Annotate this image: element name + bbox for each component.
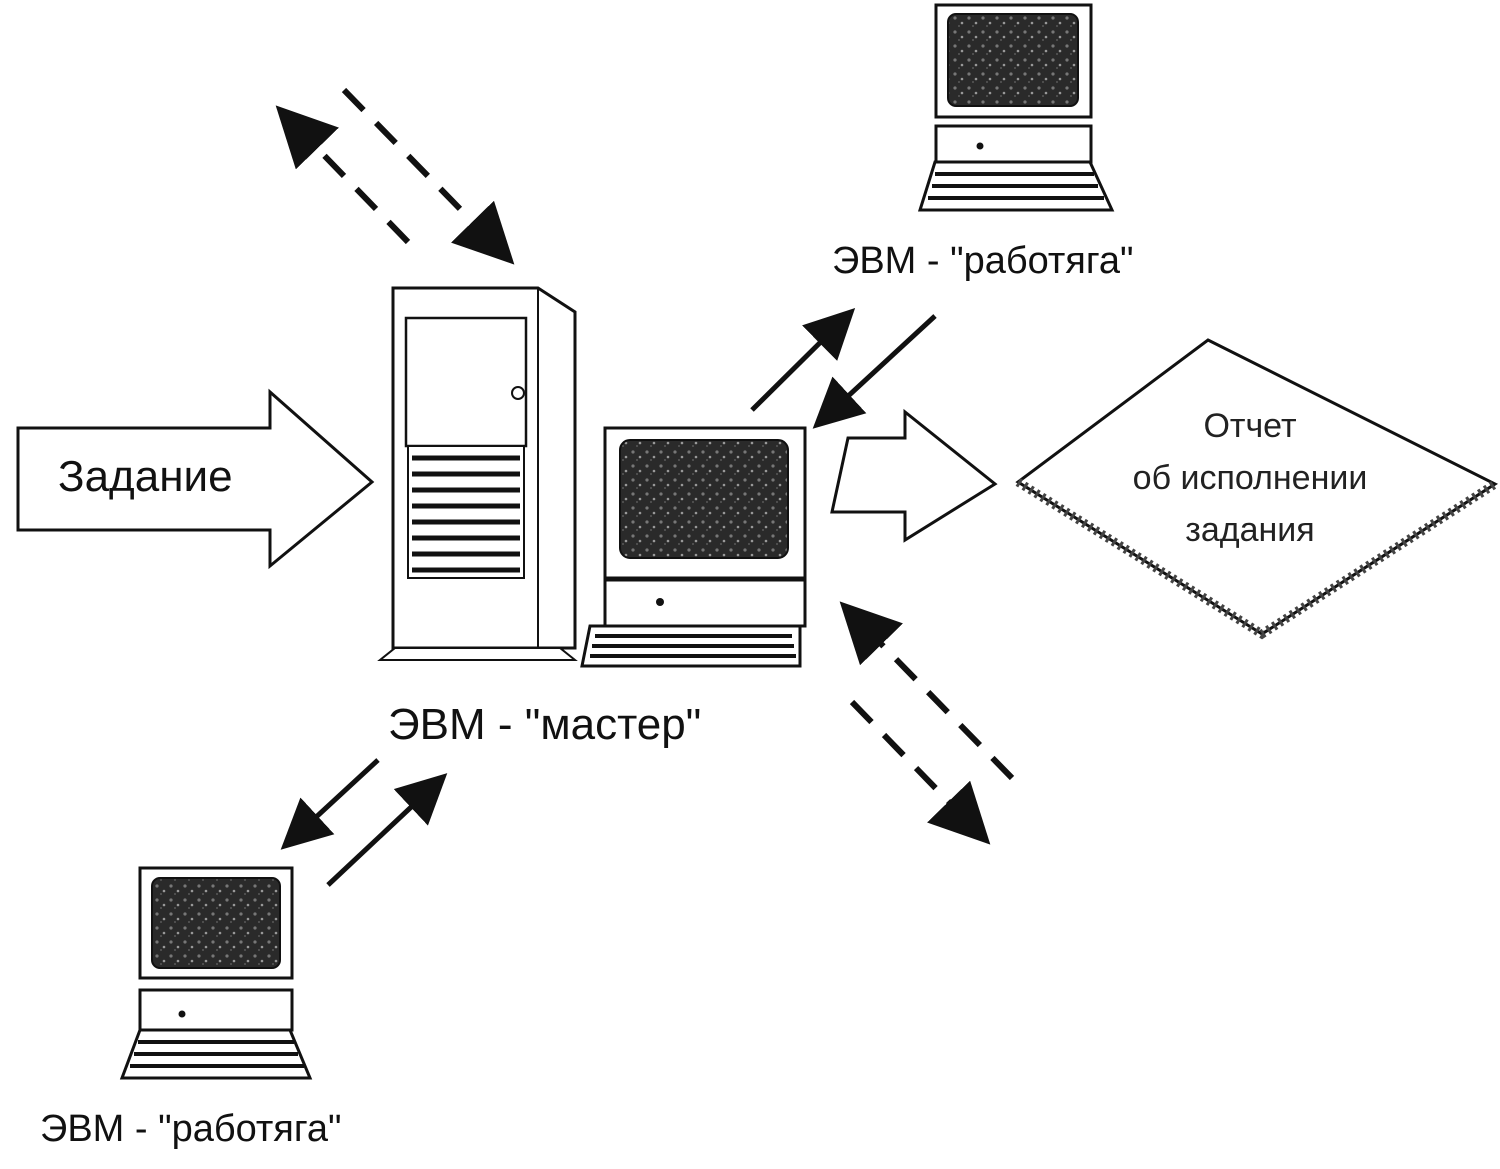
worker-top-label: ЭВМ - "работяга" [832, 240, 1134, 282]
dashed-arrow [341, 87, 515, 265]
desktop-computer-icon [119, 866, 313, 1080]
worker-bottom-label: ЭВМ - "работяга" [40, 1108, 342, 1150]
desktop-computer-icon [580, 426, 807, 668]
dashed-arrow [275, 105, 411, 245]
master-label: ЭВМ - "мастер" [388, 700, 702, 749]
from-worker-top-arrow [812, 314, 937, 429]
report-text: Отчет об исполнении задания [1080, 400, 1420, 556]
to-worker-top-arrow [750, 307, 856, 412]
tower-server-icon [377, 286, 578, 661]
report-line: об исполнении [1132, 459, 1368, 497]
from-worker-bottom-arrow [326, 773, 448, 887]
dashed-arrow [839, 601, 1015, 781]
output-arrow [830, 408, 998, 543]
task-label: Задание [58, 452, 233, 501]
desktop-computer-icon [917, 3, 1115, 212]
report-line: задания [1185, 511, 1315, 549]
dashed-arrow [849, 699, 991, 845]
report-line: Отчет [1203, 407, 1297, 445]
to-worker-bottom-arrow [280, 758, 380, 850]
task-arrow [16, 388, 375, 570]
